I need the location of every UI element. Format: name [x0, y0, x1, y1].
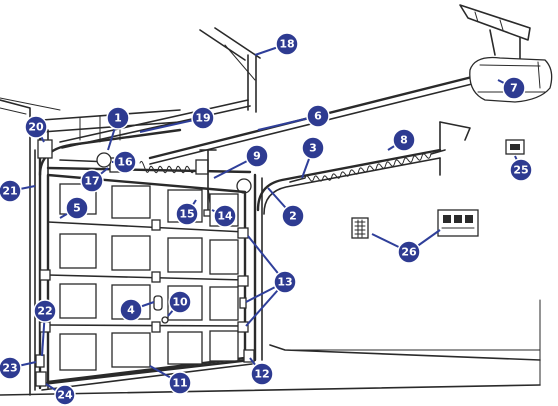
callout-19: 19 [191, 106, 215, 130]
callout-22-label: 22 [37, 305, 52, 318]
callout-16: 16 [113, 150, 137, 174]
callout-11-label: 11 [172, 377, 187, 390]
callout-9: 9 [245, 144, 269, 168]
callout-13-label: 13 [277, 276, 292, 289]
callout-12: 12 [250, 362, 274, 386]
callout-25-label: 25 [513, 164, 528, 177]
callout-10: 10 [168, 290, 192, 314]
callout-15-label: 15 [179, 208, 194, 221]
callout-15: 15 [175, 202, 199, 226]
door-sections [34, 139, 255, 391]
callout-6-label: 6 [314, 110, 322, 123]
callout-9-label: 9 [253, 150, 261, 163]
callout-8: 8 [392, 128, 416, 152]
callout-21-label: 21 [2, 185, 17, 198]
callout-2: 2 [281, 204, 305, 228]
callout-12-label: 12 [254, 368, 269, 381]
callout-3-label: 3 [309, 142, 317, 155]
callout-5-label: 5 [73, 202, 81, 215]
callout-21: 21 [0, 179, 22, 203]
callout-25: 25 [509, 158, 533, 182]
callout-24-label: 24 [57, 389, 73, 402]
callout-18-label: 18 [279, 38, 294, 51]
callout-7: 7 [502, 76, 526, 100]
extension-spring [289, 149, 446, 183]
callout-17: 17 [80, 169, 104, 193]
callout-13: 13 [273, 270, 297, 294]
garage-walls [0, 97, 541, 396]
opener-rail [59, 27, 482, 165]
callout-23-label: 23 [2, 362, 17, 375]
callout-26-label: 26 [401, 246, 417, 259]
callout-20-label: 20 [28, 121, 44, 134]
callout-14: 14 [213, 204, 237, 228]
callout-6: 6 [306, 104, 330, 128]
callout-11: 11 [168, 371, 192, 395]
callout-4-label: 4 [127, 304, 135, 317]
callout-14-label: 14 [217, 210, 233, 223]
callout-7-label: 7 [510, 82, 518, 95]
callout-23: 23 [0, 356, 22, 380]
callout-18: 18 [275, 32, 299, 56]
callout-19-label: 19 [195, 112, 210, 125]
callout-20: 20 [24, 115, 48, 139]
wall-controls [351, 139, 525, 239]
callout-4: 4 [119, 298, 143, 322]
callout-5: 5 [65, 196, 89, 220]
callout-22: 22 [33, 299, 57, 323]
callout-1-label: 1 [114, 112, 122, 125]
callout-3: 3 [301, 136, 325, 160]
callout-1: 1 [106, 106, 130, 130]
callout-16-label: 16 [117, 156, 133, 169]
callout-26: 26 [397, 240, 421, 264]
callout-2-label: 2 [289, 210, 297, 223]
callout-17-label: 17 [84, 175, 99, 188]
torsion-spring-assembly [46, 149, 252, 217]
callout-8-label: 8 [400, 134, 408, 147]
callout-24: 24 [54, 384, 76, 406]
callout-10-label: 10 [172, 296, 188, 309]
